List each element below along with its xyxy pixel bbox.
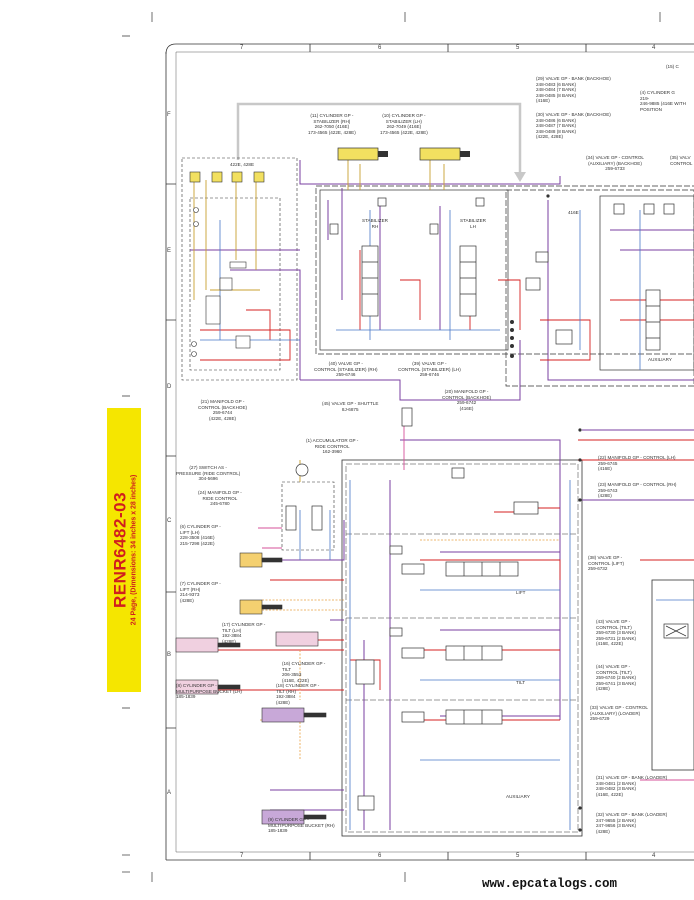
backhoe-manifold-box <box>181 157 298 381</box>
callout-lift-rh-cylinder: (7) CYLINDER GP - LIFT (RH) 214-9373 (42… <box>180 581 221 603</box>
callout-lift-lh-cylinder: (6) CYLINDER GP - LIFT (LH) 228-3508 (41… <box>180 524 221 546</box>
column-label: 6 <box>378 45 382 51</box>
callout-bucket-rh-cylinder: (9) CYLINDER GP - MULTIPURPOSE BUCKET (R… <box>268 817 335 834</box>
column-label: 7 <box>240 45 244 51</box>
hidden-lines <box>236 102 522 180</box>
tilt-section-label: TILT <box>516 680 526 685</box>
row-label: D <box>167 384 172 390</box>
callout-loader-bank-32: (32) VALVE GP - BANK (LOADER) 247-9655 (… <box>596 812 668 834</box>
callout-tilt-cylinder-16: (16) CYLINDER GP - TILT 206-3553 (416E, … <box>282 661 326 683</box>
document-number: RENR6482-03 <box>110 491 130 609</box>
callout-stabilizer-rh-cylinder: (11) CYLINDER GP - STABILIZER (RH) 262-7… <box>308 113 356 135</box>
drawing-frame <box>165 43 694 861</box>
backhoe-cylinders <box>189 171 265 183</box>
document-dimensions: 24 Page, (Dimensions: 34 inches x 28 inc… <box>130 474 138 626</box>
callout-ride-manifold: (24) MANIFOLD GP - RIDE CONTROL 245-6780 <box>198 490 242 507</box>
callout-tilt-valve-44: (44) VALVE GP - CONTROL (TILT) 259-6740 … <box>596 664 637 692</box>
auxiliary-backhoe-label: AUXILIARY <box>648 357 672 362</box>
callout-backhoe-manifold-20: (20) MANIFOLD GP - CONTROL (BACKHOE) 259… <box>442 389 492 411</box>
crop-marks <box>122 12 661 882</box>
callout-tilt-rh-cylinder: (18) CYLINDER GP - TILT (RH) 192-3884 (4… <box>276 683 320 705</box>
row-label: C <box>167 518 172 524</box>
stabilizer-rh-label: STABILIZER RH <box>362 218 388 229</box>
port-dots <box>510 194 582 832</box>
callout-backhoe-manifold-21: (21) MANIFOLD GP - CONTROL (BACKHOE) 259… <box>198 399 248 421</box>
auxiliary-loader-label: AUXILIARY <box>506 794 530 799</box>
column-label: 5 <box>516 45 520 51</box>
stabilizer-spools <box>329 197 485 317</box>
site-watermark: www.epcatalogs.com <box>482 877 618 891</box>
tank-lines <box>200 210 694 830</box>
column-label: 6 <box>378 853 382 859</box>
column-label: 7 <box>240 853 244 859</box>
callout-component-15: (15) C <box>666 64 679 69</box>
callout-accumulator: (1) ACCUMULATOR GP - RIDE CONTROL 162-39… <box>306 438 359 455</box>
callout-backhoe-bank-30: (30) VALVE GP - BANK (BACKHOE) 248-0486 … <box>536 112 611 140</box>
callout-backhoe-bank-29: (29) VALVE GP - BANK (BACKHOE) 248-0483 … <box>536 76 611 104</box>
callout-shuttle-valve: (45) VALVE GP - SHUTTLE 8J-6875 <box>322 401 379 412</box>
callout-aux-loader-valve: (33) VALVE GP - CONTROL (AUXILIARY) (LOA… <box>590 705 648 722</box>
lift-section-label: LIFT <box>516 590 526 595</box>
callout-pressure-switch: (27) SWITCH AS - PRESSURE (RIDE CONTROL)… <box>176 465 241 482</box>
callout-loader-bank-31: (31) VALVE GP - BANK (LOADER) 248-0481 (… <box>596 775 668 797</box>
column-label: 4 <box>652 853 656 859</box>
stabilizer-lh-label: STABILIZER LH <box>460 218 486 229</box>
callout-backhoe-cylinder-4: (4) CYLINDER G 219- 246-9885 (416E WITH … <box>640 90 686 112</box>
callout-stabilizer-lh-cylinder: (10) CYLINDER GP - STABILIZER (LH) 262-7… <box>380 113 428 135</box>
model-note: 422E, 428E <box>230 162 255 167</box>
supply-lines <box>193 160 445 482</box>
flow-arrow <box>514 172 526 182</box>
callout-loader-manifold-23: (23) MANIFOLD GP - CONTROL (RH) 259-6743… <box>598 482 677 499</box>
loader-spools <box>285 407 689 811</box>
callout-tilt-lh-cylinder: (17) CYLINDER GP - TILT (LH) 192-3884 (4… <box>222 622 266 644</box>
document-banner <box>107 408 141 692</box>
banner-text: RENR6482-03 24 Page, (Dimensions: 34 inc… <box>111 475 138 626</box>
loader-cylinders <box>175 552 327 825</box>
callout-lift-valve: (38) VALVE GP - CONTROL (LIFT) 259-6732 <box>588 555 625 572</box>
callout-aux-backhoe-valve: (34) VALVE GP - CONTROL (AUXILIARY) (BAC… <box>586 155 644 172</box>
loader-valve-boxes <box>281 459 694 837</box>
row-label: F <box>167 112 171 118</box>
row-label: E <box>167 248 172 254</box>
backhoe-manifold-components <box>191 207 251 357</box>
callout-stabilizer-valve-rh: (40) VALVE GP - CONTROL (STABILIZER) (RH… <box>314 361 378 378</box>
aux-backhoe-spool <box>525 203 675 351</box>
backhoe-valve-boxes <box>315 185 694 387</box>
stabilizer-cylinders <box>337 147 470 161</box>
column-label: 4 <box>652 45 656 51</box>
row-label: A <box>167 790 172 796</box>
column-label: 5 <box>516 853 520 859</box>
callout-tilt-valve-43: (43) VALVE GP - CONTROL (TILT) 259-6730 … <box>596 619 637 647</box>
callout-bucket-lh-cylinder: (8) CYLINDER GP - MULTIPURPOSE BUCKET (L… <box>176 683 242 700</box>
model-note: 416E <box>568 210 579 215</box>
callout-stabilizer-valve-lh: (39) VALVE GP - CONTROL (STABILIZER) (LH… <box>398 361 461 378</box>
callout-valve-35: (35) VALV CONTROL <box>670 155 693 166</box>
row-label: B <box>167 652 172 658</box>
signal-lines <box>258 420 694 781</box>
callout-loader-manifold-22: (22) MANIFOLD GP - CONTROL (LH) 259-6745… <box>598 455 676 472</box>
